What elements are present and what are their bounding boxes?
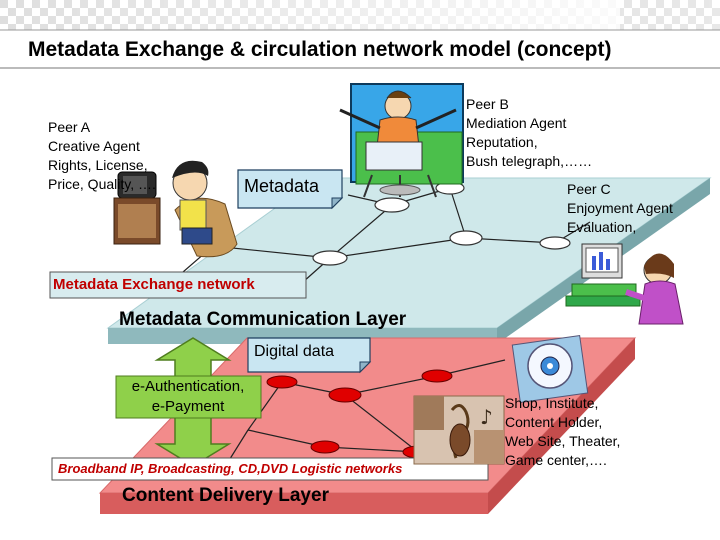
peer-b-line: Reputation,	[466, 134, 538, 150]
delivery-layer-label: Content Delivery Layer	[122, 485, 329, 506]
upper-nodes	[196, 181, 571, 266]
peer-c-line: Peer C	[567, 181, 611, 197]
disc-icon	[511, 334, 589, 404]
peer-c-line: Evaluation,	[567, 219, 637, 235]
peer-b-text: Peer B Mediation Agent Reputation, Bush …	[466, 95, 592, 171]
peer-b-line: Peer B	[466, 96, 509, 112]
peer-c-line: Enjoyment Agent	[567, 200, 673, 216]
peer-a-line: Price, Quality, ….	[48, 176, 156, 192]
decorative-checker-top	[0, 0, 720, 30]
digital-data-note	[247, 337, 372, 374]
svg-text:♪: ♪	[480, 405, 493, 429]
shop-line: Game center,….	[505, 452, 607, 468]
exchange-network-box	[49, 271, 307, 299]
peer-a-line: Peer A	[48, 119, 91, 135]
shop-line: Content Holder,	[505, 414, 603, 430]
peer-a-line: Rights, License,	[48, 157, 148, 173]
music-collage-icon: ♪	[413, 395, 505, 465]
person-at-desk-icon	[339, 83, 464, 198]
peer-a-line: Creative Agent	[48, 138, 140, 154]
broadband-box	[51, 457, 489, 481]
shop-line: Shop, Institute,	[505, 395, 599, 411]
lower-plane-side	[488, 338, 635, 514]
auth-box	[115, 375, 262, 419]
communication-layer-label: Metadata Communication Layer	[119, 309, 407, 330]
metadata-label: Metadata	[244, 176, 320, 196]
page-title: Metadata Exchange & circulation network …	[28, 38, 612, 61]
exchange-network-label: Metadata Exchange network	[53, 276, 255, 293]
auth-label: e-Authentication, e-Payment	[113, 377, 263, 417]
auth-line-2: e-Payment	[151, 398, 225, 415]
peer-b-line: Mediation Agent	[466, 115, 567, 131]
lower-plane-front	[100, 493, 488, 514]
shop-line: Web Site, Theater,	[505, 433, 621, 449]
broadband-label: Broadband IP, Broadcasting, CD,DVD Logis…	[58, 461, 403, 476]
woman-at-computer-icon	[565, 243, 684, 325]
person-at-tv-icon	[113, 160, 238, 258]
metadata-note	[237, 169, 344, 210]
auth-line-1: e-Authentication,	[131, 378, 245, 395]
peer-c-text: Peer C Enjoyment Agent Evaluation,	[567, 180, 673, 237]
shop-text: Shop, Institute, Content Holder, Web Sit…	[505, 394, 620, 470]
digital-data-label: Digital data	[254, 343, 335, 360]
peer-b-line: Bush telegraph,……	[466, 153, 593, 169]
lower-nodes	[266, 369, 453, 459]
peer-a-text: Peer A Creative Agent Rights, License, P…	[48, 118, 156, 194]
